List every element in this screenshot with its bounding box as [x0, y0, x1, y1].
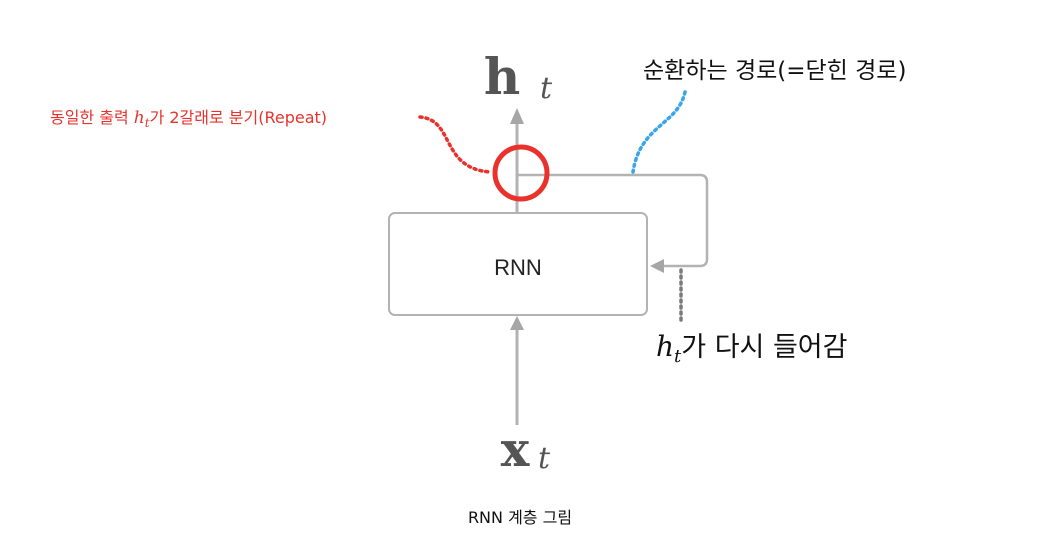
- branch-annotation-text: 동일한 출력 ht가 2갈래로 분기(Repeat): [50, 108, 327, 130]
- reenter-annotation-subscript: t: [674, 346, 682, 367]
- input-subscript: t: [538, 441, 551, 476]
- branch-annotation-connector: [418, 115, 492, 174]
- output-symbol: h: [484, 47, 520, 106]
- output-arrowhead: [510, 108, 524, 124]
- input-symbol: x: [501, 422, 530, 478]
- branch-annotation-suffix: 가 2갈래로 분기(Repeat): [150, 108, 327, 127]
- loop-annotation-text: 순환하는 경로(=닫힌 경로): [643, 58, 906, 84]
- figure-caption: RNN 계층 그림: [468, 508, 572, 527]
- loop-annotation-connector: [631, 90, 687, 174]
- reenter-annotation-text: ht가 다시 들어감: [656, 330, 848, 367]
- branch-annotation-prefix: 동일한 출력: [50, 108, 134, 127]
- output-subscript: t: [540, 71, 553, 106]
- rnn-node-label: RNN: [494, 255, 542, 280]
- recurrent-loop-path: [517, 173, 709, 268]
- branch-annotation-symbol: h: [134, 108, 145, 128]
- recurrent-loop-arrowhead: [650, 259, 664, 273]
- branch-highlight-circle: [492, 144, 550, 202]
- reenter-annotation-symbol: h: [656, 330, 674, 363]
- reenter-annotation-suffix: 가 다시 들어감: [681, 332, 847, 363]
- branch-annotation-subscript: t: [145, 116, 150, 130]
- input-arrowhead: [510, 316, 524, 330]
